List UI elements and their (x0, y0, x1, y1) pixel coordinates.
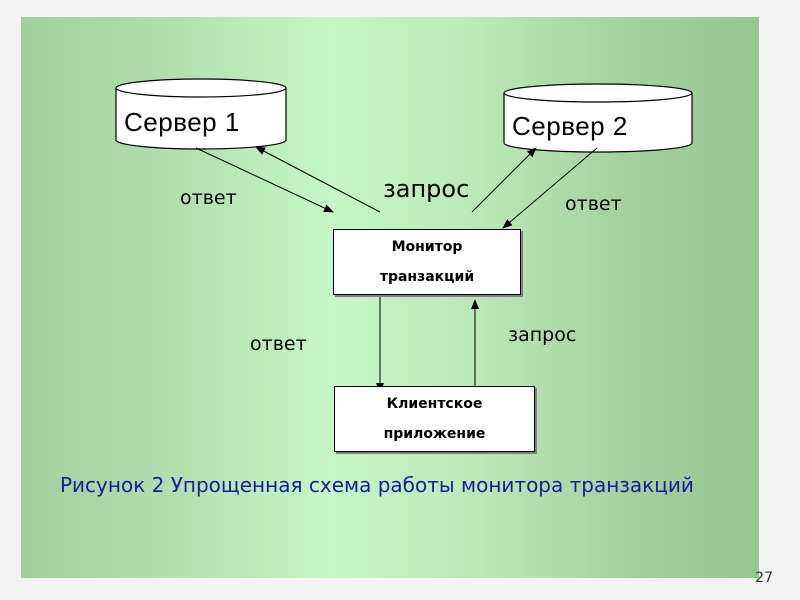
edge-label-server2-response: ответ (565, 193, 622, 215)
page-number: 27 (755, 570, 773, 586)
arrow-server2-to-monitor (502, 147, 598, 229)
arrow-monitor-to-server2 (471, 147, 537, 213)
edge-label-client-response: ответ (250, 333, 307, 355)
edge-label-server1-response: ответ (180, 187, 237, 209)
arrow-monitor-to-server1 (255, 146, 381, 213)
server-1-cylinder (115, 78, 287, 150)
server-2-cylinder (503, 83, 693, 153)
client-application-box: Клиентское приложение (334, 386, 535, 452)
edge-label-client-request: запрос (508, 324, 577, 346)
edge-label-server-request: запрос (383, 175, 470, 203)
client-label-line-1: Клиентское (386, 396, 483, 412)
client-label-line-2: приложение (383, 426, 486, 442)
monitor-label-line-2: транзакций (379, 269, 475, 285)
arrow-server1-to-monitor (195, 147, 334, 213)
figure-caption: Рисунок 2 Упрощенная схема работы монито… (60, 473, 694, 497)
server-2-label: Сервер 2 (512, 111, 628, 141)
server-1-label: Сервер 1 (124, 107, 240, 137)
transaction-monitor-box: Монитор транзакций (333, 229, 521, 295)
monitor-label-line-1: Монитор (391, 239, 463, 255)
